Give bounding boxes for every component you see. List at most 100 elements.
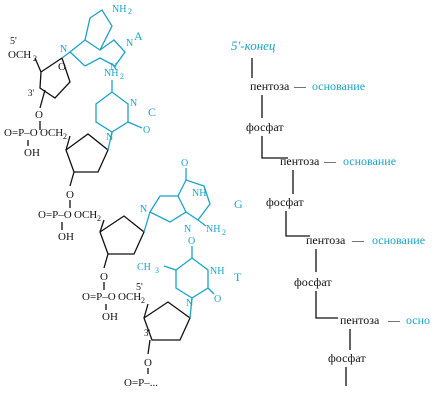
och2-sub: 2	[33, 54, 37, 63]
carbonyl-bond	[127, 121, 143, 129]
amine-bond	[197, 219, 207, 227]
dash-1: —	[293, 79, 307, 93]
oh-label: OH	[102, 311, 118, 323]
o4-label: O	[188, 236, 195, 247]
n1-label: N	[186, 298, 193, 309]
backbone-line-2b	[285, 211, 310, 237]
guanine-five-ring	[149, 195, 187, 223]
phosphate-label-2: фосфат	[266, 195, 304, 209]
prime5-label: 5'	[136, 282, 143, 293]
base-label-g: G	[234, 197, 243, 211]
base-label-c: C	[148, 105, 156, 119]
c3-o-bond	[103, 253, 109, 269]
n3-label: N	[130, 98, 137, 109]
phosphate-label-3: фосфат	[294, 275, 332, 289]
pentose-ring-4	[143, 301, 191, 341]
nh-label: NH	[192, 188, 206, 199]
pentose-label-3: пентоза	[306, 233, 346, 247]
base-label-4: осно	[406, 313, 430, 327]
c5-bond	[143, 303, 149, 319]
ch3-sub: 3	[155, 266, 159, 275]
o-link: O	[66, 189, 74, 201]
dash-4: —	[387, 313, 401, 327]
base-label-2: основание	[343, 154, 396, 168]
och2-sub: 2	[141, 296, 145, 305]
backbone-line-3b	[315, 291, 338, 319]
phosphate-label: O=P–O	[82, 291, 116, 303]
base-label-a: A	[134, 29, 143, 43]
dna-strand-structure: O 5' OCH 2 3' O N NH 2 N N A O=P–O OCH 2…	[4, 4, 243, 389]
och2-label: OCH	[118, 291, 141, 303]
thymine-ring	[175, 257, 209, 299]
nh-label: NH	[210, 266, 224, 277]
nucleotide-g: O O NH N NH 2 N G	[99, 158, 243, 290]
och2-label: OCH	[74, 209, 97, 221]
nh2-label: NH	[206, 224, 220, 235]
phosphate-label-4: фосфат	[328, 351, 366, 365]
n1-label: N	[126, 38, 133, 49]
chain-end-label: O=P–...	[124, 377, 158, 389]
nucleotide-a: O 5' OCH 2 3' O N NH 2 N N A	[8, 4, 143, 130]
nucleotide-c: O NH 2 N O N C	[65, 68, 156, 208]
nh2-sub: 2	[120, 72, 124, 81]
phosphate-3: O=P–O OCH 2 5' OH	[82, 282, 145, 323]
c5-bond	[65, 135, 71, 151]
och2-sub: 2	[63, 132, 67, 141]
n3-label: N	[110, 62, 117, 73]
nh2-sub: 2	[128, 7, 132, 16]
phosphate-1: O=P–O OCH 2 OH	[4, 127, 67, 159]
c5-bond	[99, 219, 105, 233]
dash-2: —	[323, 154, 337, 168]
glycosidic-bond	[107, 131, 113, 151]
nucleotide-t: 3' O O=P–... O CH 3 NH O N T	[124, 236, 242, 389]
base-label-3: основание	[372, 233, 425, 247]
och2-label: OCH	[8, 49, 31, 61]
dash-3: —	[351, 233, 365, 247]
pentose-label-2: пентоза	[280, 154, 320, 168]
och2-label: OCH	[40, 127, 63, 139]
n9-label: N	[60, 44, 67, 55]
o6-label: O	[181, 158, 188, 169]
nh2-label: NH	[112, 4, 126, 15]
oh-label: OH	[58, 231, 74, 243]
n1-label: N	[106, 132, 113, 143]
adenine-top	[84, 9, 113, 51]
pentose-ring-1	[39, 56, 71, 99]
carbonyl-bond-2	[207, 287, 215, 295]
cytosine-ring	[95, 91, 129, 133]
methyl-bond	[163, 265, 177, 271]
pentose-ring-2	[65, 133, 109, 173]
oh-label: OH	[24, 147, 40, 159]
phosphate-label: O=P–O	[38, 209, 72, 221]
n9-label: N	[140, 204, 147, 215]
base-label-t: T	[234, 270, 242, 284]
c3-o-bond	[69, 171, 75, 187]
phosphate-label: O=P–O	[4, 127, 38, 139]
n3-label: N	[184, 224, 191, 235]
glycosidic-bond	[189, 297, 193, 319]
nh2-label: NH	[104, 68, 118, 79]
base-label-1: основание	[312, 79, 365, 93]
glycosidic-bond	[61, 51, 71, 59]
c3-o-bond	[147, 339, 151, 355]
ch3-label: CH	[137, 262, 151, 273]
adenine-ring	[69, 39, 126, 67]
o-link: O	[35, 109, 43, 121]
o2-label: O	[143, 125, 150, 136]
five-prime-end-label: 5'-конец	[231, 38, 276, 53]
prime3-label: 3'	[144, 328, 151, 338]
pentose-label-1: пентоза	[250, 79, 290, 93]
pentose-label-4: пентоза	[340, 313, 380, 327]
backbone-line-1b	[261, 136, 288, 159]
o-link: O	[100, 271, 108, 283]
glycosidic-bond	[143, 211, 151, 233]
dna-scheme: 5'-конец пентоза — основание фосфат пент…	[231, 38, 430, 386]
c5-bond	[34, 57, 42, 73]
c3-o-bond	[39, 89, 46, 109]
guanine-six-ring	[177, 179, 211, 221]
prime5-label: 5'	[10, 36, 17, 47]
och2-sub: 2	[97, 214, 101, 223]
pentose-ring-3	[99, 215, 145, 255]
